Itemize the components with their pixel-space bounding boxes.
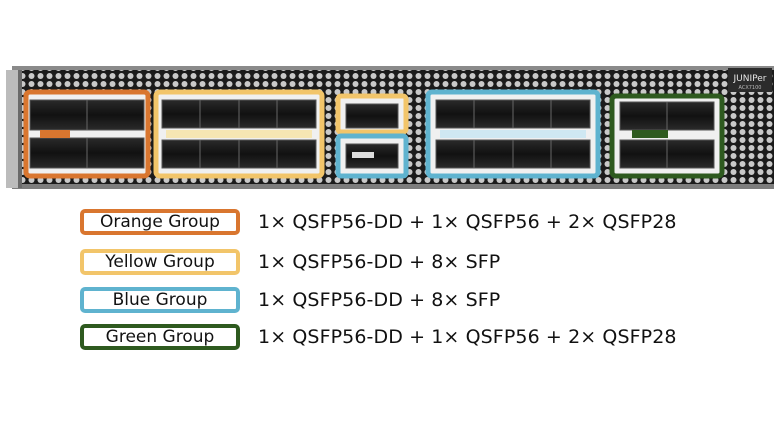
yellow-group-badge: Yellow Group: [80, 249, 240, 275]
chassis-bottom-edge: [12, 184, 774, 189]
ear-shadow: [18, 70, 22, 188]
yellow-port-group: [153, 89, 325, 179]
legend-row-yellow: Yellow Group 1× QSFP56-DD + 8× SFP: [80, 246, 500, 278]
device-logo: JUNIPer: [733, 74, 767, 84]
left-rack-ear: [6, 70, 20, 188]
green-group-description: 1× QSFP56-DD + 1× QSFP56 + 2× QSFP28: [258, 326, 677, 348]
switch-front-panel: JUNIPer ACX7100: [6, 66, 774, 189]
legend-row-orange: Orange Group 1× QSFP56-DD + 1× QSFP56 + …: [80, 206, 677, 238]
blue-group-description: 1× QSFP56-DD + 8× SFP: [258, 289, 501, 311]
device-model: ACX7100: [739, 85, 762, 91]
chassis-top-edge: [12, 66, 774, 70]
orange-group-badge: Orange Group: [80, 209, 240, 235]
center-port-groups: [335, 93, 409, 179]
logo-plate: [728, 68, 772, 92]
orange-group-description: 1× QSFP56-DD + 1× QSFP56 + 2× QSFP28: [258, 211, 677, 233]
green-port-group: [609, 93, 725, 179]
blue-port-group: [425, 89, 601, 179]
green-group-badge: Green Group: [80, 324, 240, 350]
blue-group-badge: Blue Group: [80, 287, 240, 313]
yellow-group-description: 1× QSFP56-DD + 8× SFP: [258, 251, 501, 273]
legend-row-blue: Blue Group 1× QSFP56-DD + 8× SFP: [80, 284, 500, 316]
legend-row-green: Green Group 1× QSFP56-DD + 1× QSFP56 + 2…: [80, 321, 677, 353]
orange-port-group: [23, 89, 151, 179]
